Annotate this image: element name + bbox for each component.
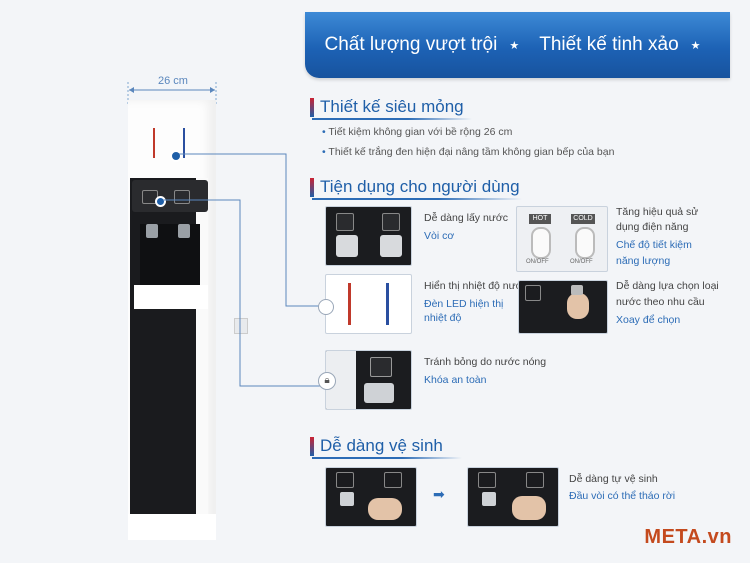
feature-rotate-text-1: Dễ dàng lựa chọn loại — [616, 280, 719, 292]
cleaning-title: Dễ dàng vệ sinh — [320, 436, 443, 455]
hot-tap-icon — [146, 224, 158, 238]
cold-button-icon — [526, 472, 544, 488]
side-handle — [234, 318, 248, 334]
hand-icon — [567, 293, 589, 319]
section-underline — [312, 457, 462, 459]
slim-bullet-2: Thiết kế trắng đen hiện đại nâng tầm khô… — [322, 146, 614, 158]
star-icon: ★ — [509, 39, 520, 52]
dispenser-base — [128, 514, 216, 540]
hot-button-icon — [478, 472, 496, 488]
cold-indicator-line — [183, 128, 185, 158]
tap-icon — [364, 383, 394, 403]
slim-title: Thiết kế siêu mỏng — [320, 97, 464, 116]
section-marker — [310, 98, 314, 117]
hot-toggle-icon — [531, 227, 551, 259]
tap-knob-icon — [571, 285, 583, 295]
cold-led-icon — [386, 283, 389, 325]
tap-photo — [325, 206, 412, 266]
banner-left-text: Chất lượng vượt trội — [324, 34, 498, 55]
cold-button-icon — [384, 472, 402, 488]
feature-lock-detail: Khóa an toàn — [424, 374, 487, 386]
hot-led-icon — [348, 283, 351, 325]
hand-icon — [512, 496, 546, 520]
feature-tap-detail: Vòi cơ — [424, 230, 455, 242]
rotate-select-photo — [518, 280, 608, 334]
dispenser-drip-tray — [134, 285, 208, 309]
callout-dot — [170, 150, 182, 162]
feature-rotate-detail: Xoay để chọn — [616, 314, 681, 326]
hot-onoff-label: ON/OFF — [526, 259, 549, 265]
section-marker — [310, 178, 314, 197]
hot-button-icon — [336, 213, 354, 231]
tap-icon — [482, 492, 496, 506]
cold-onoff-label: ON/OFF — [570, 259, 593, 265]
feature-lock-text: Tránh bỏng do nước nóng — [424, 356, 547, 368]
section-marker — [310, 437, 314, 456]
hot-button-icon — [370, 357, 392, 377]
slim-bullet-1: Tiết kiệm không gian với bề rộng 26 cm — [322, 126, 512, 138]
cold-tap-icon — [380, 235, 402, 257]
cold-button-icon — [174, 190, 190, 204]
banner-right-text: Thiết kế tinh xảo — [539, 34, 679, 55]
convenience-title: Tiện dụng cho người dùng — [320, 177, 520, 196]
callout-dot — [155, 196, 166, 207]
section-underline — [312, 198, 522, 200]
safety-lock-photo — [325, 350, 412, 410]
lock-icon: 🔒︎ — [318, 372, 336, 390]
cleaning-detail: Đầu vòi có thể tháo rời — [569, 490, 676, 502]
star-icon: ★ — [690, 39, 701, 52]
feature-energy-detail-2: năng lượng — [616, 255, 671, 267]
tap-icon — [340, 492, 354, 506]
header-banner: Chất lượng vượt trội ★ Thiết kế tinh xảo… — [305, 12, 730, 78]
cold-button-icon — [382, 213, 400, 231]
cleaning-photo-after — [467, 467, 559, 527]
feature-energy-detail-1: Chế độ tiết kiệm — [616, 239, 692, 251]
callout-circle — [318, 299, 334, 315]
feature-tap-text: Dễ dàng lấy nước — [424, 212, 508, 224]
feature-energy-text-2: dụng điện năng — [616, 221, 689, 233]
hot-switch-label: HOT — [529, 214, 551, 224]
feature-energy-text-1: Tăng hiệu quả sử — [616, 206, 699, 218]
hot-button-icon — [336, 472, 354, 488]
dispenser-tap-area — [140, 224, 200, 286]
feature-rotate-text-2: nước theo nhu cầu — [616, 296, 705, 308]
width-label: 26 cm — [158, 75, 188, 87]
hot-tap-icon — [336, 235, 358, 257]
feature-led-detail-2: nhiệt độ — [424, 312, 462, 324]
led-photo — [325, 274, 412, 334]
hot-indicator-line — [153, 128, 155, 158]
cold-switch-label: COLD — [571, 214, 595, 224]
button-icon — [525, 285, 541, 301]
arrow-right-icon: ➡ — [433, 486, 445, 502]
cleaning-text: Dễ dàng tự vệ sinh — [569, 473, 658, 485]
width-dimension — [127, 82, 217, 104]
brand-watermark: META.vn — [644, 526, 732, 548]
cleaning-photo-before — [325, 467, 417, 527]
cold-toggle-icon — [575, 227, 595, 259]
cold-tap-icon — [178, 224, 190, 238]
feature-led-detail-1: Đèn LED hiện thị — [424, 298, 504, 310]
energy-switch-photo: HOT COLD ON/OFF ON/OFF — [516, 206, 608, 272]
hand-icon — [368, 498, 402, 520]
feature-led-text: Hiển thị nhiệt độ nước — [424, 280, 528, 292]
section-underline — [312, 118, 472, 120]
